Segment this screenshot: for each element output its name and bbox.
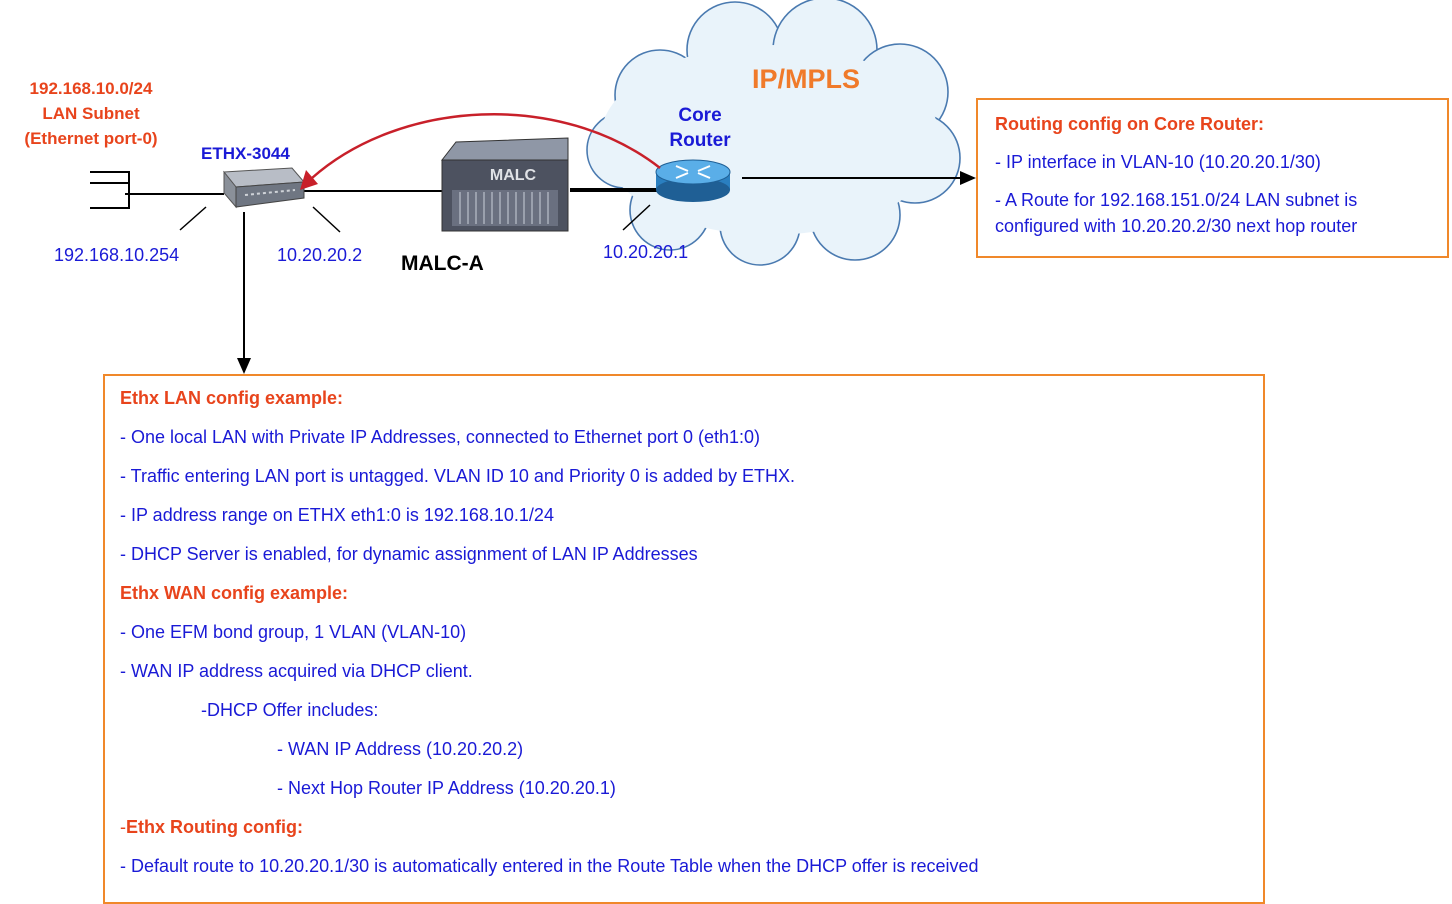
router-icon: [655, 159, 731, 202]
lan-subnet-address: 192.168.10.0/24: [29, 79, 153, 98]
route-arrow-curve: [311, 113, 661, 179]
malc-chassis-icon: MALC: [440, 137, 569, 232]
router-ip-label: 10.20.20.1: [603, 242, 689, 262]
routing-config-title: -Ethx Routing config:: [120, 817, 303, 838]
core-arrow-head: [960, 171, 976, 185]
lan-config-line-2: - Traffic entering LAN port is untagged.…: [120, 466, 796, 486]
core-routing-line-1: - IP interface in VLAN-10 (10.20.20.1/30…: [995, 152, 1321, 172]
lan-config-line-1: - One local LAN with Private IP Addresse…: [120, 427, 761, 447]
wan-config-line-4: - WAN IP Address (10.20.20.2): [277, 739, 524, 759]
malc-text: MALC: [490, 167, 537, 184]
core-router-label: Core Router: [660, 103, 740, 153]
malc-device-label: MALC-A: [401, 252, 484, 275]
ethx-device-icon: [223, 167, 306, 209]
routing-config-title-text: Ethx Routing config:: [126, 817, 303, 837]
lan-config-line-3: - IP address range on ETHX eth1:0 is 192…: [120, 505, 554, 525]
lan-ip-label: 192.168.10.254: [54, 245, 180, 265]
lan-config-line-4: - DHCP Server is enabled, for dynamic as…: [120, 544, 698, 564]
core-router-label-line2: Router: [669, 130, 731, 151]
wan-config-title: Ethx WAN config example:: [120, 583, 349, 603]
cloud-label: IP/MPLS: [752, 64, 861, 94]
ethx-device-label: ETHX-3044: [201, 144, 290, 163]
core-routing-title: Routing config on Core Router:: [995, 114, 1264, 134]
core-routing-line-3: configured with 10.20.20.2/30 next hop r…: [995, 216, 1358, 236]
wan-config-line-3: -DHCP Offer includes:: [201, 700, 379, 720]
core-routing-box: Routing config on Core Router: - IP inte…: [976, 98, 1449, 258]
lan-config-title: Ethx LAN config example:: [120, 388, 344, 408]
routing-config-line-1: - Default route to 10.20.20.1/30 is auto…: [120, 856, 979, 876]
wan-config-line-5: - Next Hop Router IP Address (10.20.20.1…: [277, 778, 616, 798]
ethx-config-box: Ethx LAN config example: - One local LAN…: [103, 374, 1265, 904]
lan-subnet-title: LAN Subnet: [42, 104, 140, 123]
ethernet-port-icon: [90, 171, 130, 209]
core-routing-line-2: - A Route for 192.168.151.0/24 LAN subne…: [995, 190, 1358, 210]
routing-config-dash: -: [120, 817, 126, 837]
lan-subnet-label: 192.168.10.0/24 LAN Subnet (Ethernet por…: [0, 76, 182, 151]
cloud-icon: [586, 0, 961, 266]
wan-config-line-1: - One EFM bond group, 1 VLAN (VLAN-10): [120, 622, 467, 642]
lan-subnet-port: (Ethernet port-0): [24, 129, 158, 148]
wan-config-line-2: - WAN IP address acquired via DHCP clien…: [120, 661, 473, 681]
route-arrow-head: [300, 170, 318, 190]
wan-ip-label: 10.20.20.2: [277, 245, 363, 265]
core-router-label-line1: Core: [678, 105, 722, 126]
config-arrow-head: [237, 358, 251, 374]
